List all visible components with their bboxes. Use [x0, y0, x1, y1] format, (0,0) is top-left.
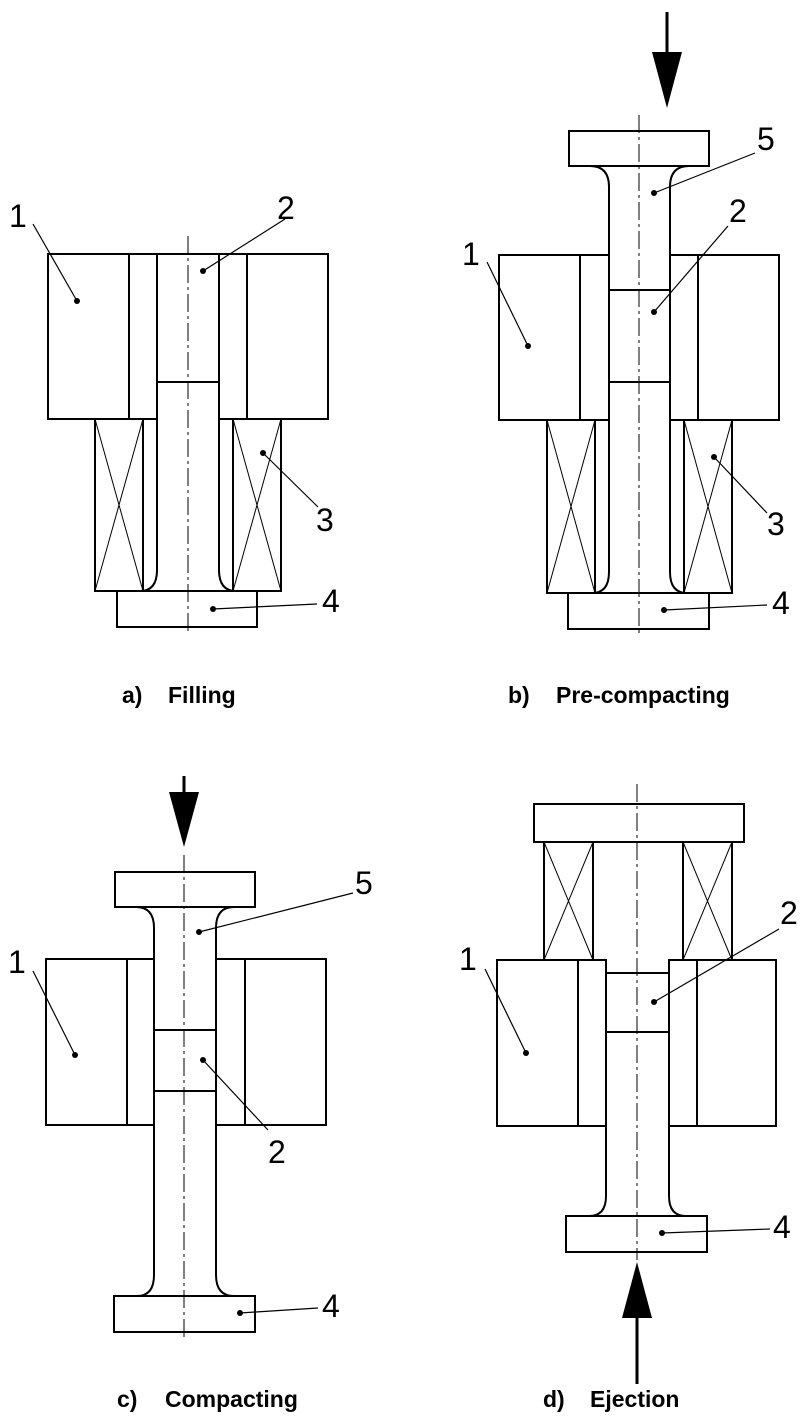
- caption-letter: a): [122, 682, 142, 708]
- ejection-top-plate: [533, 803, 745, 843]
- powder-fill: [153, 1029, 217, 1092]
- die-right-outer: [696, 959, 777, 1127]
- force-arrow-head: [169, 792, 199, 847]
- caption-text: Filling: [168, 682, 236, 708]
- caption-letter: c): [117, 1386, 137, 1412]
- label-lower-punch: 4: [772, 585, 790, 621]
- lower-punch-plate: [116, 590, 258, 628]
- die-left-outer: [47, 253, 130, 420]
- label-lower-punch: 4: [773, 1209, 791, 1245]
- label-die: 1: [462, 236, 480, 272]
- label-die: 1: [8, 944, 26, 980]
- panel-compacting: 5 1 2 4 c) Compacting: [8, 776, 373, 1412]
- label-lower-support: 3: [316, 502, 334, 538]
- force-arrow-head: [652, 52, 682, 108]
- caption-letter: d): [543, 1386, 565, 1412]
- label-powder: 2: [729, 193, 747, 229]
- label-powder: 2: [780, 895, 798, 931]
- die-left-sleeve: [579, 254, 610, 421]
- die-right-outer: [244, 958, 327, 1126]
- die-left-outer: [498, 254, 581, 421]
- panel-ejection: 1 2 4 d) Ejection: [459, 784, 798, 1412]
- lower-punch-stem: [136, 1090, 235, 1297]
- caption-text: Compacting: [165, 1386, 298, 1412]
- label-lower-punch: 4: [322, 583, 340, 619]
- caption-letter: b): [508, 682, 530, 708]
- die-right-sleeve: [218, 253, 248, 420]
- die-left-sleeve: [128, 253, 158, 420]
- die-right-outer: [246, 253, 329, 420]
- die-left-outer: [496, 959, 579, 1127]
- label-upper-punch: 5: [355, 865, 373, 901]
- die-right-outer: [697, 254, 780, 421]
- die-left-sleeve: [126, 958, 155, 1126]
- upper-punch-stem: [135, 906, 235, 1031]
- label-powder: 2: [277, 190, 295, 226]
- die-right-sleeve: [669, 254, 699, 421]
- caption-text: Pre-compacting: [556, 682, 730, 708]
- label-lower-punch: 4: [322, 1288, 340, 1324]
- caption-text: Ejection: [590, 1386, 679, 1412]
- force-arrow-head: [622, 1262, 652, 1318]
- panel-pre-compacting: 5 1 2 3 4 b) Pre-compacting: [462, 12, 790, 708]
- label-die: 1: [459, 941, 477, 977]
- label-upper-punch: 5: [757, 121, 775, 157]
- label-powder: 2: [268, 1134, 286, 1170]
- upper-punch-plate: [114, 871, 256, 908]
- die-left-sleeve: [577, 959, 607, 1127]
- die-left-outer: [45, 958, 128, 1126]
- panel-filling: 1 2 3 4 a) Filling: [9, 190, 340, 708]
- label-lower-support: 3: [767, 506, 785, 542]
- label-die: 1: [9, 198, 27, 234]
